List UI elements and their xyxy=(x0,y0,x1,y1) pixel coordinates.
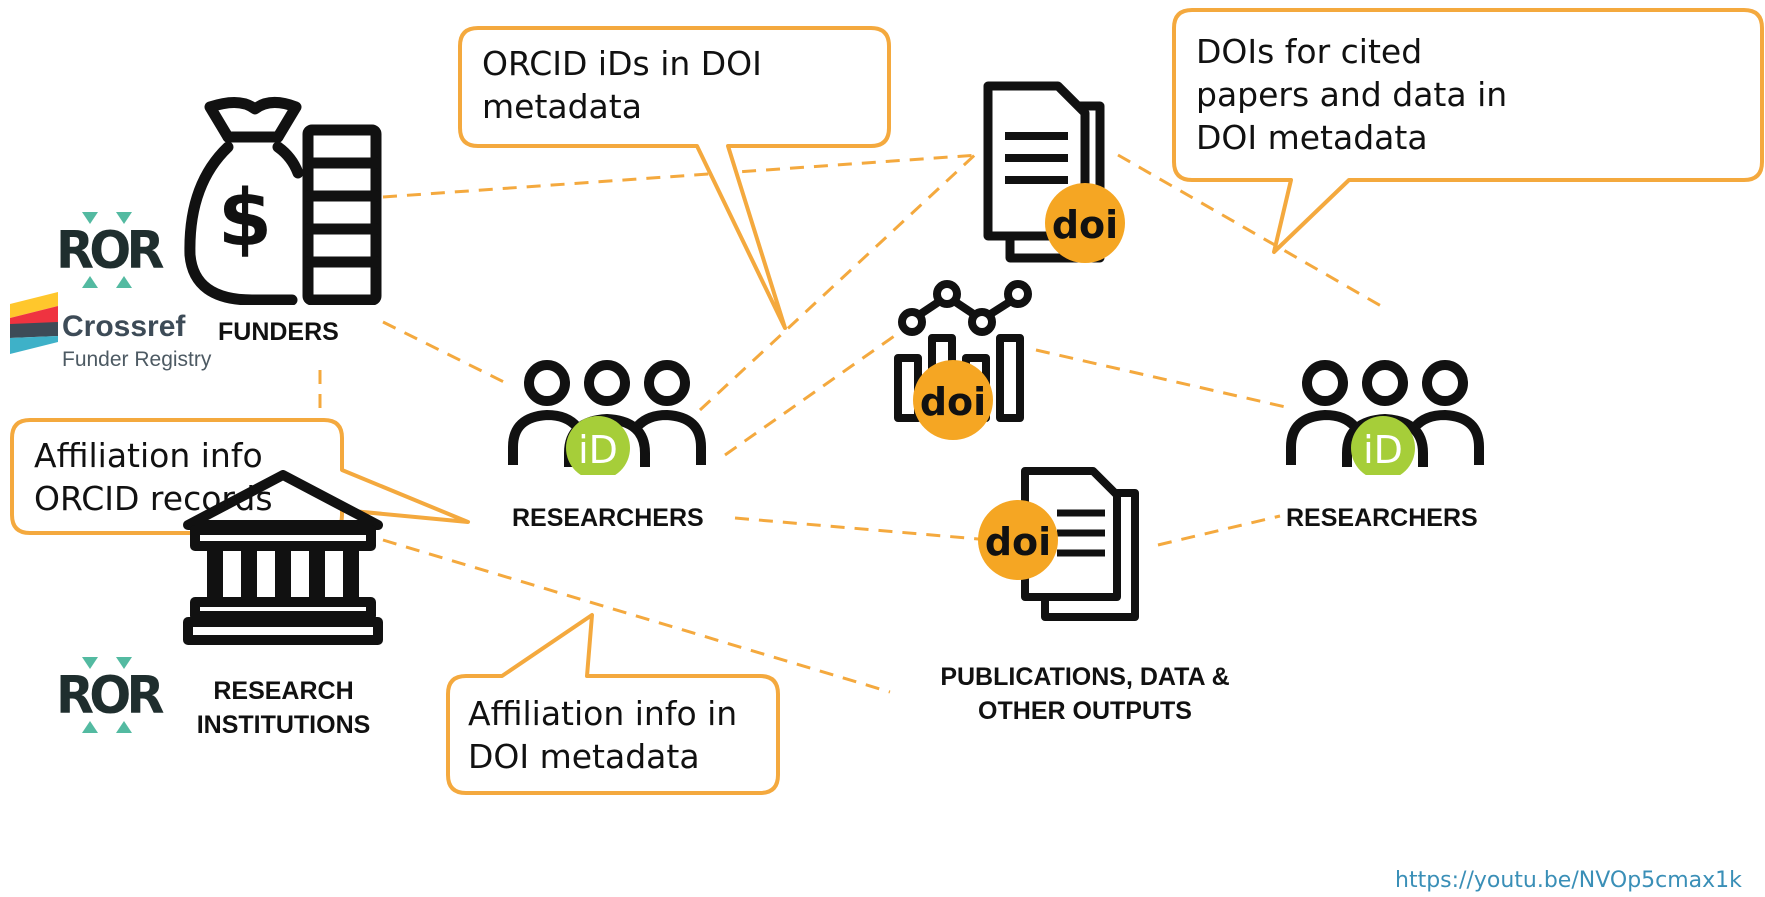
svg-text:doi: doi xyxy=(985,520,1051,564)
svg-text:iD: iD xyxy=(1363,428,1403,472)
svg-text:$: $ xyxy=(218,174,272,264)
callout-affil-orcid-text: Affiliation info ORCID records xyxy=(34,434,273,520)
ror-triangles-bottom xyxy=(82,657,132,733)
institutions-label-line2: INSTITUTIONS xyxy=(196,711,371,739)
ror-logo-bottom: ROR xyxy=(56,666,165,726)
callout-orcid-doi-text: ORCID iDs in DOI metadata xyxy=(482,42,762,128)
funders-label: FUNDERS xyxy=(218,318,339,346)
dashed-connectors xyxy=(318,150,1389,694)
svg-text:doi: doi xyxy=(1052,203,1118,247)
ror-logo-top: ROR xyxy=(56,221,165,281)
callout-orcid-doi-bubble xyxy=(458,26,891,330)
svg-text:doi: doi xyxy=(920,380,986,424)
callout-orcid-doi-line1: ORCID iDs in DOI xyxy=(482,44,762,83)
money-bag-icon: $ xyxy=(184,97,382,305)
callout-affil-orcid-line2: ORCID records xyxy=(34,479,273,518)
doi-badge-outputs xyxy=(978,500,1058,580)
svg-text:iD: iD xyxy=(578,428,618,472)
video-link[interactable]: https://youtu.be/NVOp5cmax1k xyxy=(1395,868,1742,893)
publication-document-icon: doi xyxy=(983,81,1125,263)
institutions-label: RESEARCH INSTITUTIONS xyxy=(185,674,382,742)
outputs-label-line2: OTHER OUTPUTS xyxy=(978,697,1192,725)
outputs-label: PUBLICATIONS, DATA & OTHER OUTPUTS xyxy=(905,660,1265,728)
crossref-logo-text: Crossref xyxy=(62,310,186,343)
institutions-label-line1: RESEARCH xyxy=(213,677,354,705)
link-funders-researchers xyxy=(382,320,511,387)
researchers-group-icon-right: iD xyxy=(1286,360,1484,475)
callout-affil-orcid-line1: Affiliation info xyxy=(34,436,263,475)
crossref-mark-icon xyxy=(10,292,58,354)
doi-badge-dataset xyxy=(913,360,993,440)
orcid-badge-right xyxy=(1351,416,1415,475)
link-researchers-dataset xyxy=(724,330,901,457)
callout-cited-bubble xyxy=(1172,8,1764,254)
callout-cited-line3: DOI metadata xyxy=(1196,118,1428,157)
institution-building-icon xyxy=(183,470,383,645)
outputs-label-line1: PUBLICATIONS, DATA & xyxy=(940,663,1230,691)
callout-cited-text: DOIs for cited papers and data in DOI me… xyxy=(1196,30,1507,159)
orcid-badge-left xyxy=(566,416,630,475)
researchers-group-icon: iD xyxy=(508,360,706,475)
link-institutions-outputs xyxy=(382,538,891,694)
ror-triangles-top xyxy=(82,212,132,288)
callout-affil-doi-text: Affiliation info in DOI metadata xyxy=(468,692,737,778)
researchers-left-label: RESEARCHERS xyxy=(512,504,704,532)
doi-badge-publication xyxy=(1045,183,1125,263)
dataset-chart-icon: doi xyxy=(894,280,1032,440)
link-researchers-outputs xyxy=(734,516,991,542)
callout-orcid-doi-line2: metadata xyxy=(482,87,642,126)
crossref-funder-registry: Funder Registry xyxy=(62,348,212,371)
link-researchers-publication xyxy=(698,150,980,412)
link-dataset-researchers-right xyxy=(1035,348,1291,410)
researchers-right-label: RESEARCHERS xyxy=(1286,504,1478,532)
callout-affil-doi-line2: DOI metadata xyxy=(468,737,700,776)
link-funders-publication xyxy=(382,153,979,199)
callout-cited-line2: papers and data in xyxy=(1196,75,1508,114)
callout-cited-line1: DOIs for cited xyxy=(1196,32,1423,71)
link-outputs-researchers-right xyxy=(1157,514,1281,547)
callout-affil-doi-bubble xyxy=(446,613,780,795)
outputs-document-stack-icon: doi xyxy=(978,467,1139,621)
callout-affil-doi-line1: Affiliation info in xyxy=(468,694,738,733)
link-publication-researchers-right xyxy=(1117,153,1389,312)
